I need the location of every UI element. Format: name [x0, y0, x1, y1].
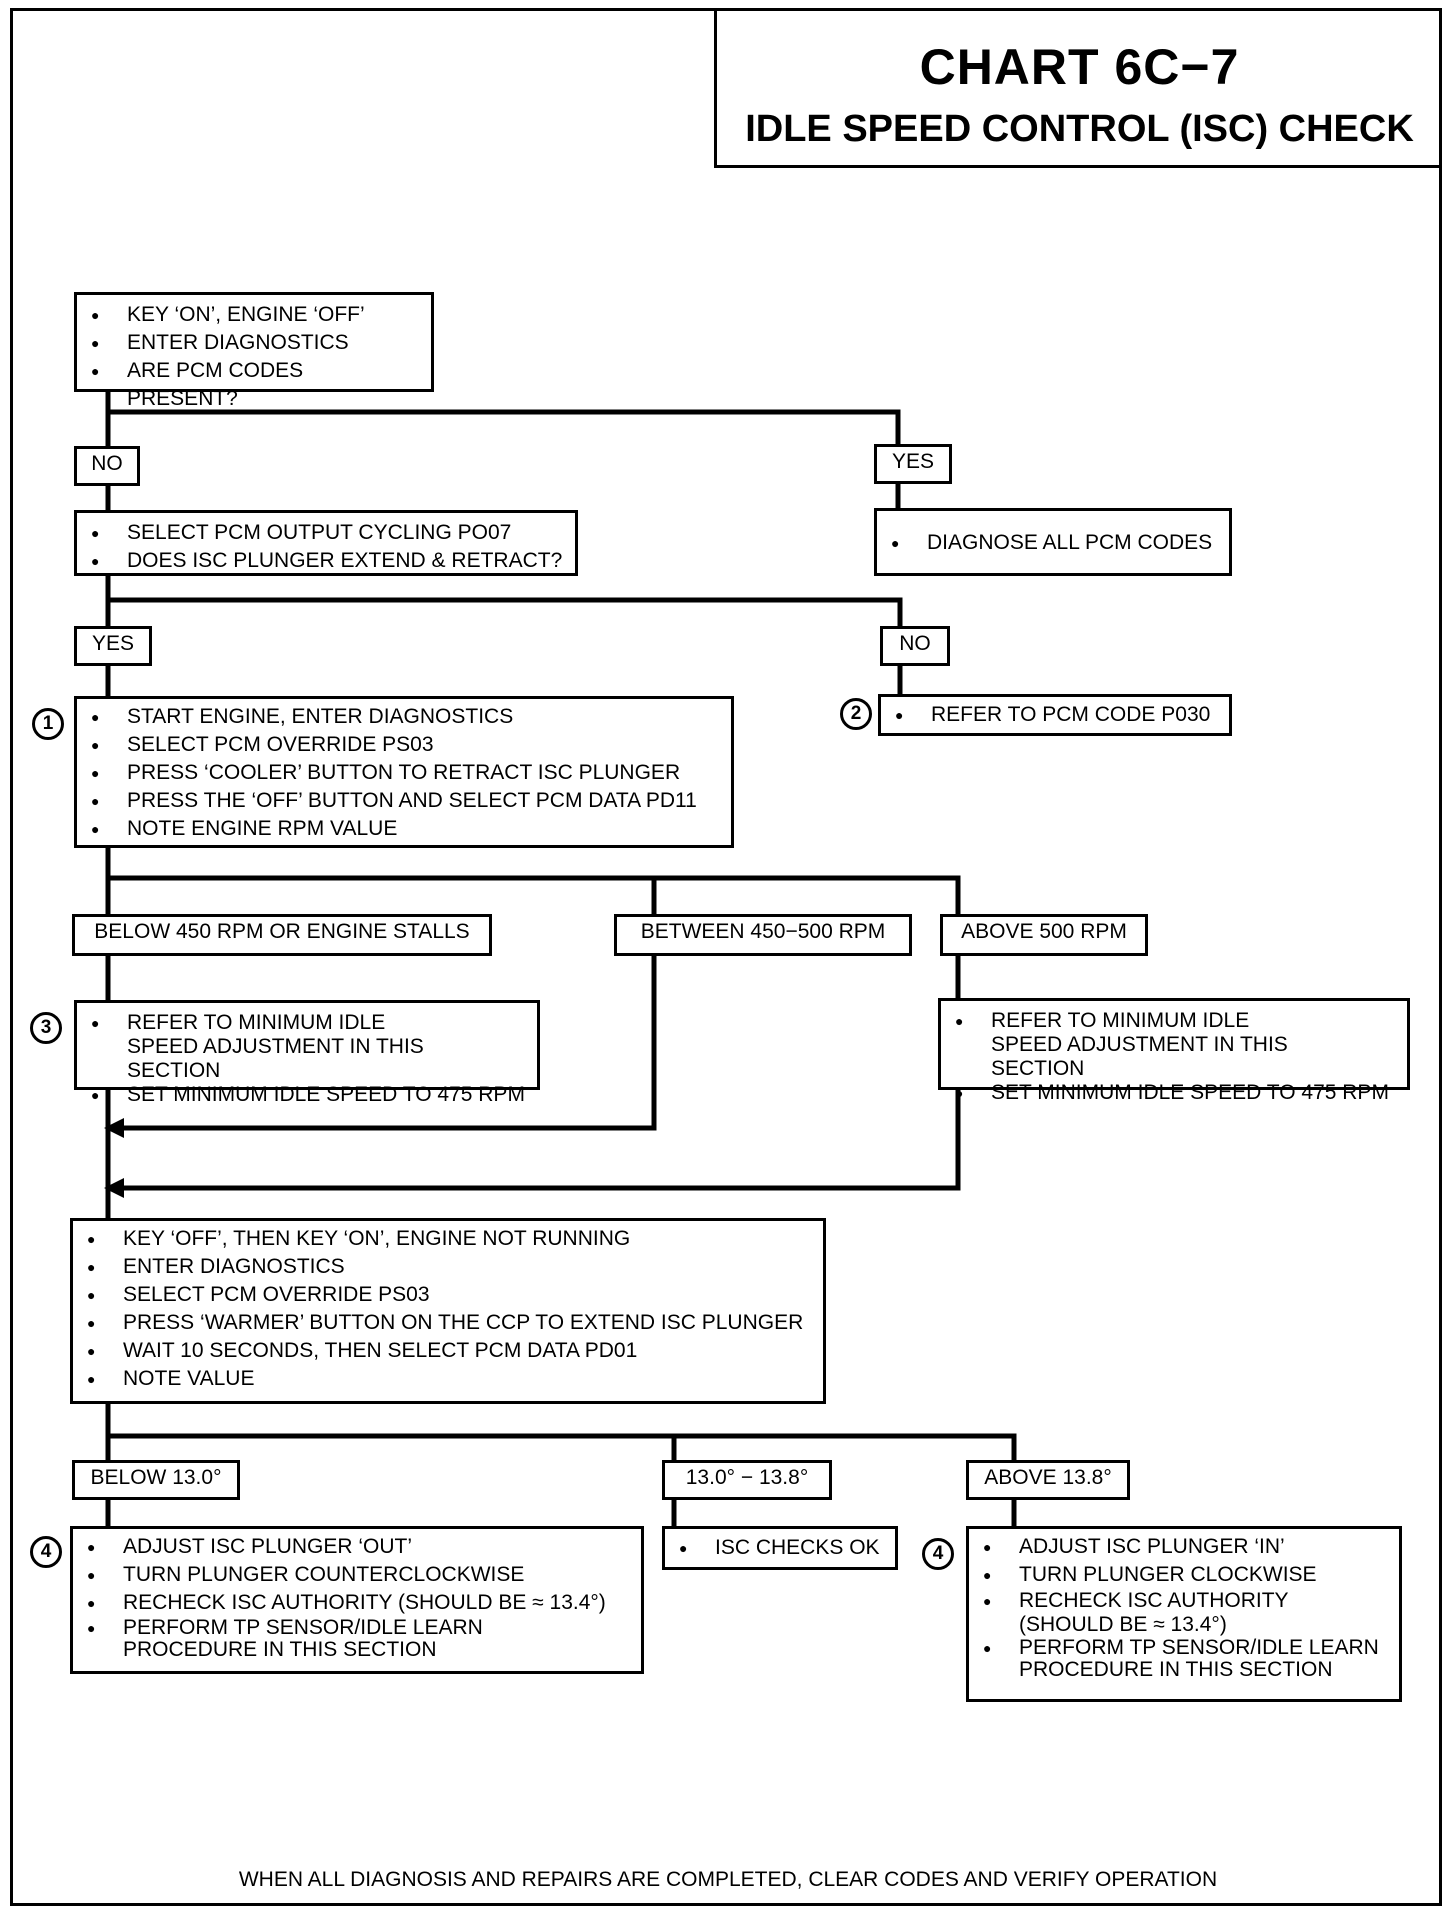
label-no-extend: NO	[880, 626, 950, 666]
connector-final	[105, 1402, 1017, 1464]
box-retract-check: START ENGINE, ENTER DIAGNOSTICS SELECT P…	[74, 696, 734, 848]
step-4-marker-left: 4	[30, 1536, 62, 1568]
step-text: ENTER DIAGNOSTICS	[91, 329, 419, 357]
arrowhead-above	[104, 1178, 124, 1198]
step-text: NOTE VALUE	[87, 1365, 811, 1393]
page-border	[10, 8, 1442, 1906]
step-text: PERFORM TP SENSOR/IDLE LEARN PROCEDURE I…	[983, 1637, 1379, 1681]
step-text: DIAGNOSE ALL PCM CODES	[891, 529, 1217, 557]
step-text: REFER TO MINIMUM IDLE SPEED ADJUSTMENT I…	[91, 1011, 427, 1083]
step-text: NOTE ENGINE RPM VALUE	[91, 815, 719, 843]
label-below-13: BELOW 13.0°	[72, 1460, 240, 1500]
step-text: SELECT PCM OUTPUT CYCLING PO07	[91, 519, 563, 547]
box-extend-check: KEY ‘OFF’, THEN KEY ‘ON’, ENGINE NOT RUN…	[70, 1218, 826, 1404]
label-yes-codes: YES	[874, 444, 952, 484]
step-text: ADJUST ISC PLUNGER ‘OUT’	[87, 1533, 629, 1561]
step-text: SELECT PCM OVERRIDE PS03	[87, 1281, 811, 1309]
footer-note: WHEN ALL DIAGNOSIS AND REPAIRS ARE COMPL…	[238, 1868, 1218, 1891]
step-3-marker: 3	[30, 1012, 62, 1044]
step-1-marker: 1	[32, 708, 64, 740]
step-text: PRESS THE ‘OFF’ BUTTON AND SELECT PCM DA…	[91, 787, 719, 815]
step-text: RECHECK ISC AUTHORITY (SHOULD BE ≈ 13.4°…	[87, 1589, 629, 1617]
step-text: DOES ISC PLUNGER EXTEND & RETRACT?	[91, 547, 563, 575]
box-adjust-in: ADJUST ISC PLUNGER ‘IN’ TURN PLUNGER CLO…	[966, 1526, 1402, 1702]
step-text: WAIT 10 SECONDS, THEN SELECT PCM DATA PD…	[87, 1337, 811, 1365]
step-text: ENTER DIAGNOSTICS	[87, 1253, 811, 1281]
step-text: PRESS ‘COOLER’ BUTTON TO RETRACT ISC PLU…	[91, 759, 719, 787]
connector-between	[108, 955, 657, 1131]
step-text: START ENGINE, ENTER DIAGNOSTICS	[91, 703, 719, 731]
step-text: KEY ‘ON’, ENGINE ‘OFF’	[91, 301, 419, 329]
box-isc-ok: ISC CHECKS OK	[662, 1526, 898, 1570]
chart-id: CHART 6C−7	[919, 39, 1240, 95]
label-13-to-13-8: 13.0° − 13.8°	[662, 1460, 832, 1500]
box-start: KEY ‘ON’, ENGINE ‘OFF’ ENTER DIAGNOSTICS…	[74, 292, 434, 410]
box-min-idle-left: REFER TO MINIMUM IDLE SPEED ADJUSTMENT I…	[74, 1000, 540, 1107]
box-diagnose-codes: DIAGNOSE ALL PCM CODES	[874, 508, 1232, 576]
step-text: RECHECK ISC AUTHORITY (SHOULD BE ≈ 13.4°…	[983, 1589, 1319, 1637]
connector-cycle	[105, 574, 903, 696]
arrowhead-between	[104, 1118, 124, 1138]
box-refer-p030: REFER TO PCM CODE P030	[878, 694, 1232, 736]
label-above-13-8: ABOVE 13.8°	[966, 1460, 1130, 1500]
label-above-500: ABOVE 500 RPM	[940, 914, 1148, 956]
step-text: PERFORM TP SENSOR/IDLE LEARN PROCEDURE I…	[87, 1617, 603, 1661]
chart-title: IDLE SPEED CONTROL (ISC) CHECK	[745, 108, 1414, 150]
step-text: KEY ‘OFF’, THEN KEY ‘ON’, ENGINE NOT RUN…	[87, 1225, 811, 1253]
step-4-marker-right: 4	[922, 1538, 954, 1570]
step-text: TURN PLUNGER COUNTERCLOCKWISE	[87, 1561, 629, 1589]
label-yes-extend: YES	[74, 626, 152, 666]
label-below-450: BELOW 450 RPM OR ENGINE STALLS	[72, 914, 492, 956]
step-text: SET MINIMUM IDLE SPEED TO 475 RPM	[91, 1083, 525, 1107]
box-adjust-out: ADJUST ISC PLUNGER ‘OUT’ TURN PLUNGER CO…	[70, 1526, 644, 1674]
label-between-450-500: BETWEEN 450−500 RPM	[614, 914, 912, 956]
connector-rpm	[105, 846, 961, 916]
step-text: REFER TO MINIMUM IDLE SPEED ADJUSTMENT I…	[955, 1009, 1291, 1081]
step-text: PRESS ‘WARMER’ BUTTON ON THE CCP TO EXTE…	[87, 1309, 811, 1337]
box-output-cycling: SELECT PCM OUTPUT CYCLING PO07 DOES ISC …	[74, 510, 578, 576]
step-text: REFER TO PCM CODE P030	[895, 701, 1217, 729]
step-text: ISC CHECKS OK	[679, 1534, 883, 1562]
connector-above500	[108, 955, 961, 1191]
box-min-idle-right: REFER TO MINIMUM IDLE SPEED ADJUSTMENT I…	[938, 998, 1410, 1105]
step-text: SET MINIMUM IDLE SPEED TO 475 RPM	[955, 1081, 1395, 1105]
step-text: TURN PLUNGER CLOCKWISE	[983, 1561, 1387, 1589]
label-no-codes: NO	[74, 446, 140, 486]
step-text: SELECT PCM OVERRIDE PS03	[91, 731, 719, 759]
step-2-marker: 2	[840, 698, 872, 730]
step-text: ADJUST ISC PLUNGER ‘IN’	[983, 1533, 1387, 1561]
title-block: CHART 6C−7 IDLE SPEED CONTROL (ISC) CHEC…	[714, 8, 1442, 168]
step-text: ARE PCM CODES PRESENT?	[91, 357, 419, 413]
